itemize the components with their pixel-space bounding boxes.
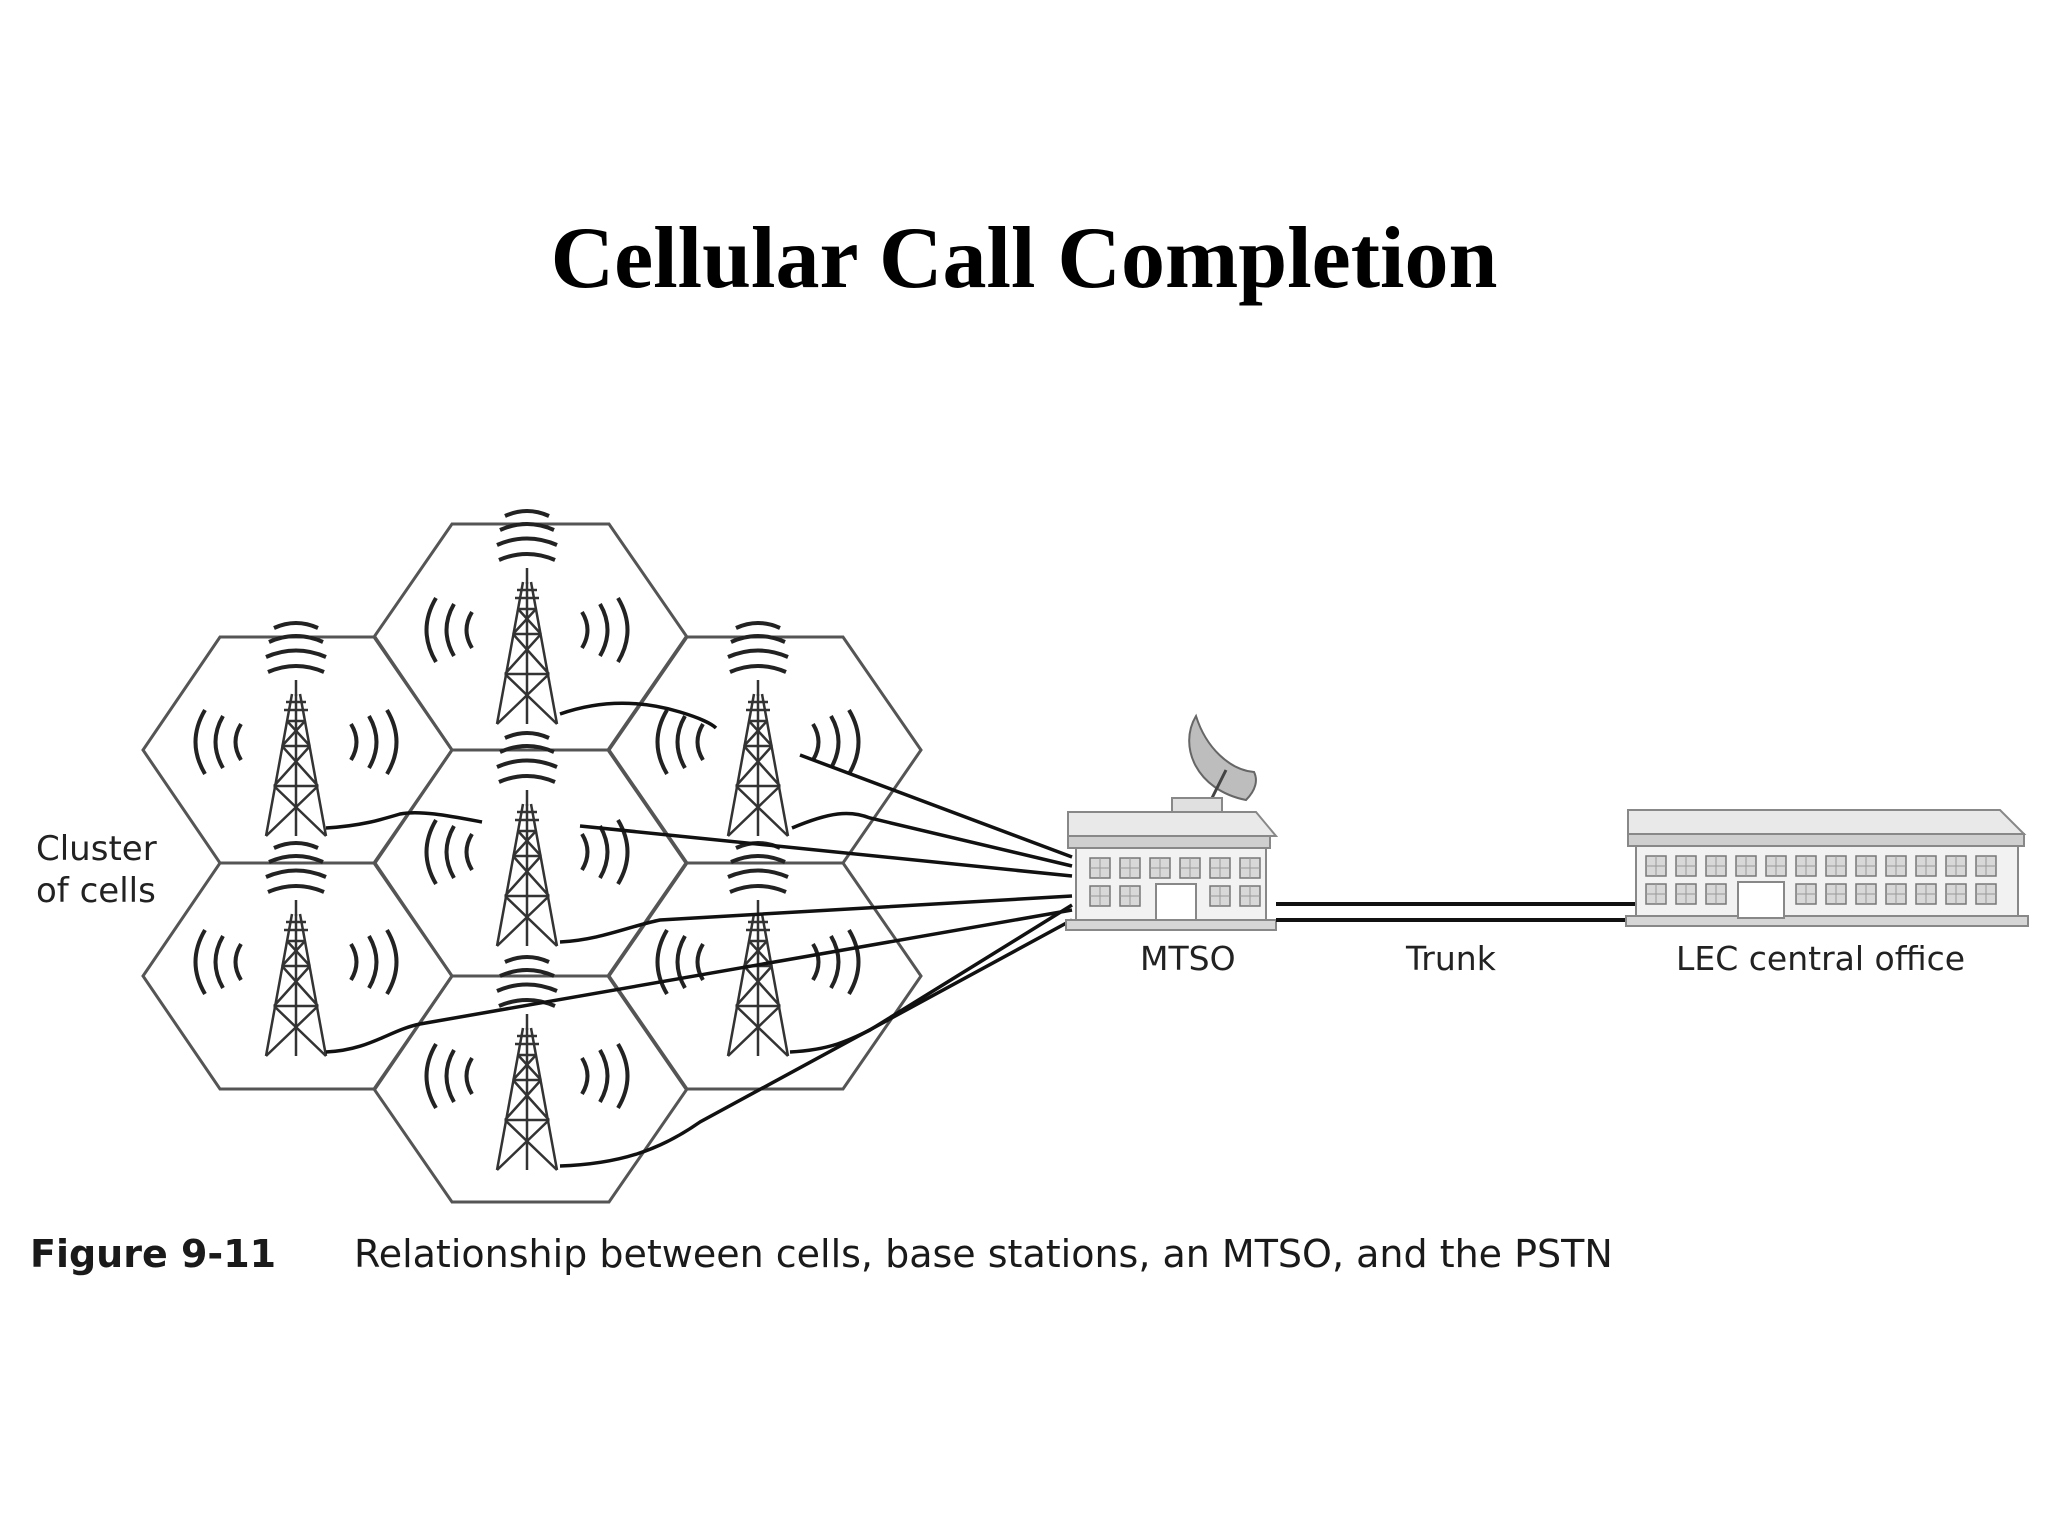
base-station-tower-top	[424, 509, 630, 726]
link-bottom-to-mtso	[559, 918, 1073, 1168]
figure-number: Figure 9-11	[30, 1232, 277, 1276]
link-upper-right-to-mtso-b	[791, 811, 1073, 868]
trunk-line	[1276, 902, 1640, 922]
cell-lower-left	[141, 861, 454, 1091]
link-lower-left-to-mtso	[325, 908, 1073, 1054]
cell-cluster	[141, 522, 923, 1204]
base-station-tower-bottom	[424, 955, 630, 1172]
base-station-tower-center	[424, 731, 630, 948]
link-top-tower	[559, 701, 718, 730]
cell-top	[372, 522, 689, 752]
trunk-label: Trunk	[1405, 939, 1497, 978]
cluster-label-line-2: of cells	[36, 871, 156, 911]
lec-central-office-building	[1625, 809, 2029, 927]
lec-central-office-label: LEC central office	[1676, 939, 1965, 978]
satellite-dish-icon	[1188, 713, 1257, 802]
mtso-label: MTSO	[1140, 939, 1236, 978]
link-upper-right-to-mtso-a	[799, 753, 1073, 859]
figure-caption-text: Relationship between cells, base station…	[354, 1232, 1613, 1276]
link-center-to-mtso-a	[579, 824, 1073, 878]
base-station-tower-upper-right	[655, 621, 861, 838]
base-station-tower-lower-left	[193, 841, 399, 1058]
cell-upper-right	[606, 635, 923, 865]
link-center-to-mtso-b	[559, 894, 1073, 944]
cell-upper-left	[141, 635, 454, 865]
slide-title: Cellular Call Completion	[550, 210, 1498, 307]
base-station-tower-lower-right	[655, 841, 861, 1058]
cluster-label-line-1: Cluster	[36, 829, 157, 869]
base-station-tower-upper-left	[193, 621, 399, 838]
cell-bottom	[372, 974, 689, 1204]
mtso-building	[1065, 713, 1279, 931]
cell-center	[372, 748, 689, 978]
link-lower-right-to-mtso	[789, 903, 1073, 1054]
link-upper-left-tower	[325, 810, 483, 830]
base-station-links	[325, 701, 1073, 1168]
figure-caption: Figure 9-11 Relationship between cells, b…	[30, 1232, 1613, 1276]
